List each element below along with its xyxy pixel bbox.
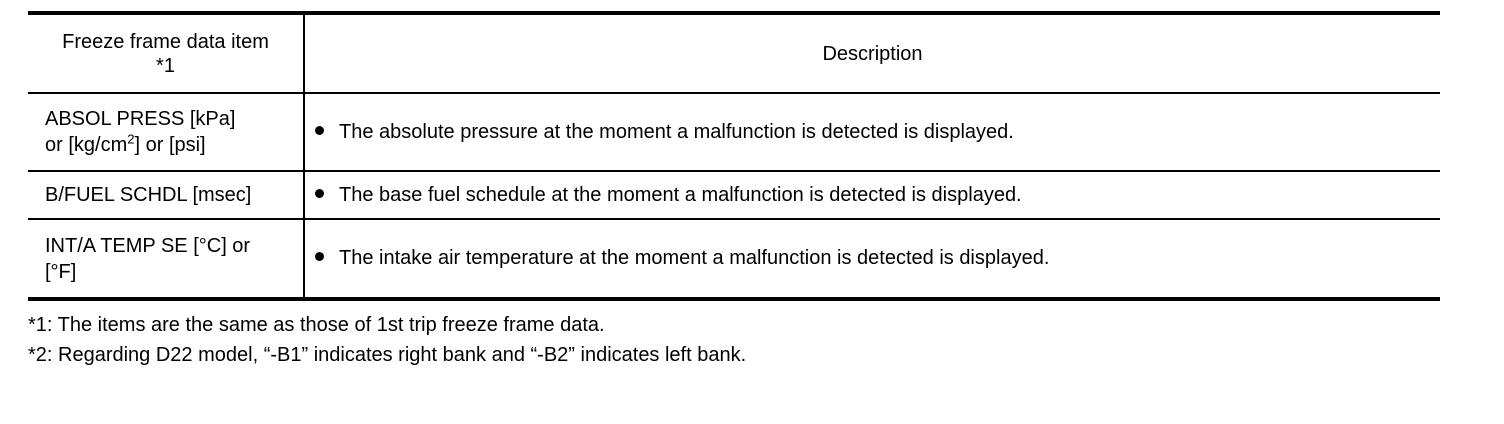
item-line1: B/FUEL SCHDL [msec] xyxy=(45,184,252,206)
table-row: B/FUEL SCHDL [msec] The base fuel schedu… xyxy=(28,171,1440,220)
table-header-row: Freeze frame data item *1 Description xyxy=(28,11,1440,94)
item-line1: ABSOL PRESS [kPa] xyxy=(45,108,236,130)
bullet-icon xyxy=(315,188,324,198)
description-cell: The absolute pressure at the moment a ma… xyxy=(304,93,1440,172)
table-row: ABSOL PRESS [kPa] or [kg/cm2] or [psi] T… xyxy=(28,93,1440,172)
item-cell: INT/A TEMP SE [°C] or [°F] xyxy=(28,219,305,301)
header-freeze-frame-item: Freeze frame data item *1 xyxy=(28,11,305,94)
item-cell: ABSOL PRESS [kPa] or [kg/cm2] or [psi] xyxy=(28,93,305,172)
header-item-line1: Freeze frame data item xyxy=(62,30,269,53)
footnotes: *1: The items are the same as those of 1… xyxy=(28,310,1468,370)
bullet-icon xyxy=(315,252,324,262)
header-item-line2: *1 xyxy=(156,54,175,77)
description-cell: The intake air temperature at the moment… xyxy=(304,219,1440,301)
table-row: INT/A TEMP SE [°C] or [°F] The intake ai… xyxy=(28,219,1440,301)
header-description: Description xyxy=(304,11,1440,94)
description-text: The intake air temperature at the moment… xyxy=(339,247,1050,269)
item-line1: INT/A TEMP SE [°C] or xyxy=(45,234,251,257)
item-line2-post: ] or [psi] xyxy=(134,134,206,156)
footnote-1: *1: The items are the same as those of 1… xyxy=(28,314,605,336)
freeze-frame-table: Freeze frame data item *1 Description AB… xyxy=(28,11,1440,301)
item-line2: [°F] xyxy=(45,260,77,283)
description-text: The base fuel schedule at the moment a m… xyxy=(339,183,1022,206)
footnote-2: *2: Regarding D22 model, “-B1” indicates… xyxy=(28,344,747,366)
description-cell: The base fuel schedule at the moment a m… xyxy=(304,171,1440,220)
item-line2-pre: or [kg/cm xyxy=(45,134,128,156)
item-cell: B/FUEL SCHDL [msec] xyxy=(28,171,305,220)
item-superscript: 2 xyxy=(127,131,135,147)
description-text: The absolute pressure at the moment a ma… xyxy=(339,120,1014,143)
bullet-icon xyxy=(315,125,324,135)
